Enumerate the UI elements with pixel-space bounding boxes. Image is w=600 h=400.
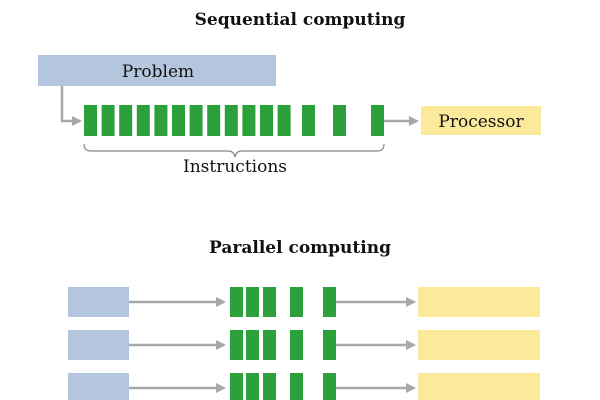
parallel-instruction-block xyxy=(263,287,276,317)
parallel-row xyxy=(68,287,540,317)
processor-label: Processor xyxy=(438,112,524,132)
parallel-row xyxy=(68,373,540,400)
instructions-label: Instructions xyxy=(183,157,287,177)
parallel-processor-box xyxy=(418,287,540,317)
parallel-instruction-block xyxy=(230,373,243,400)
instruction-block xyxy=(260,105,273,136)
parallel-instruction-block xyxy=(246,330,259,360)
parallel-processor-box xyxy=(418,330,540,360)
parallel-instruction-block xyxy=(263,373,276,400)
processor-box xyxy=(421,106,541,135)
instruction-block xyxy=(101,105,115,136)
parallel-processor-box xyxy=(418,373,540,400)
parallel-instruction-block xyxy=(246,287,259,317)
problem-to-instructions-arrow xyxy=(60,86,82,126)
parallel-instruction-block xyxy=(263,330,276,360)
instruction-block xyxy=(119,105,133,136)
parallel-rows xyxy=(68,287,540,400)
problem-box xyxy=(38,55,276,86)
sequential-instructions xyxy=(84,105,384,136)
sequential-title: Sequential computing xyxy=(194,10,406,30)
parallel-title: Parallel computing xyxy=(209,238,391,258)
instruction-block xyxy=(189,105,203,136)
instruction-block xyxy=(154,105,168,136)
instruction-block xyxy=(207,105,221,136)
parallel-problem-box xyxy=(68,287,129,317)
parallel-problem-box xyxy=(68,373,129,400)
parallel-instruction-block xyxy=(230,287,243,317)
instruction-block xyxy=(242,105,256,136)
instruction-block xyxy=(277,105,291,136)
problem-label: Problem xyxy=(122,62,194,82)
parallel-instruction-block xyxy=(246,373,259,400)
parallel-instruction-block xyxy=(290,373,303,400)
instruction-block xyxy=(136,105,150,136)
instruction-block xyxy=(172,105,185,136)
parallel-instruction-block xyxy=(290,330,303,360)
instruction-block xyxy=(302,105,315,136)
instructions-brace xyxy=(83,143,385,158)
parallel-instruction-block xyxy=(323,287,336,317)
parallel-instruction-block xyxy=(323,373,336,400)
parallel-row xyxy=(68,330,540,360)
instruction-block xyxy=(84,105,97,136)
parallel-instruction-block xyxy=(230,330,243,360)
instruction-block xyxy=(224,105,238,136)
instruction-block xyxy=(333,105,346,136)
parallel-problem-box xyxy=(68,330,129,360)
instruction-block xyxy=(371,105,384,136)
parallel-instruction-block xyxy=(323,330,336,360)
parallel-instruction-block xyxy=(290,287,303,317)
